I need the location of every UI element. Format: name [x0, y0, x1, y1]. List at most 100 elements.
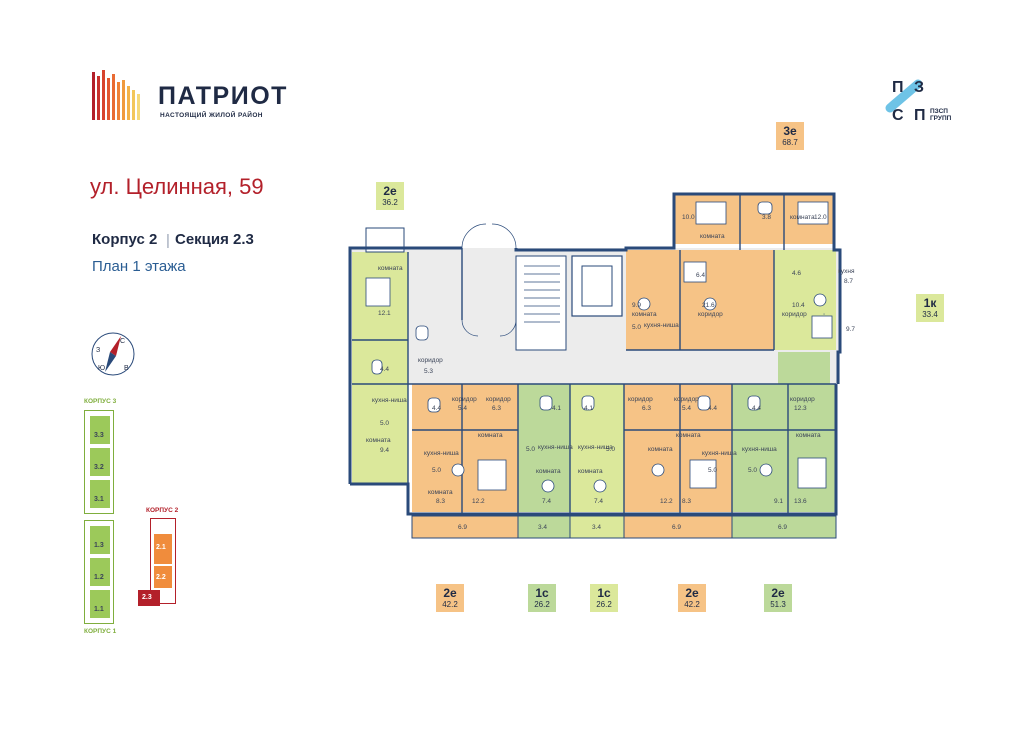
room-area: 6.3	[492, 405, 502, 412]
room-area: 7.4	[542, 498, 552, 505]
apartment-tag[interactable]: 1с 26.2	[528, 584, 556, 612]
floor-plan	[348, 192, 842, 539]
room-label: коридор	[452, 396, 477, 403]
room-area: 5.0	[632, 324, 642, 331]
room-area: 12.2	[472, 498, 485, 505]
apartment-tag[interactable]: 2е 51.3	[764, 584, 792, 612]
room-label: кухня-ниша	[644, 322, 679, 329]
room-label: комната	[378, 265, 403, 272]
apartment-tag[interactable]: 3е 68.7	[776, 122, 804, 150]
room-area: 5.0	[526, 446, 536, 453]
room-label: кухня-ниша	[538, 444, 573, 451]
keymap-section-label: 3.2	[94, 464, 104, 471]
room-area: 5.0	[748, 467, 758, 474]
room-area: 9.1	[774, 498, 784, 505]
title-separator: |	[166, 232, 170, 249]
room-area: 21.6	[702, 302, 715, 309]
room-area: 5.0	[708, 467, 718, 474]
room-area: 8.3	[436, 498, 446, 505]
room-label: кухня-ниша	[372, 397, 407, 404]
compass-west: З	[96, 347, 100, 354]
compass-east: В	[124, 365, 129, 372]
room-area: 9.4	[380, 447, 390, 454]
compass-icon: С З В Ю	[91, 332, 135, 376]
keymap-korpus1-label: КОРПУС 1	[84, 628, 117, 635]
room-area: 9.7	[846, 326, 856, 333]
room-label: кухня	[838, 268, 855, 275]
room-area: 4.1	[584, 405, 594, 412]
apartment-type: 2е	[771, 586, 785, 600]
keymap-current-label: 2.3	[142, 594, 152, 601]
keymap-section-label: 2.2	[156, 574, 166, 581]
keymap-section-current	[138, 590, 160, 606]
room-label: комната	[632, 311, 657, 318]
keymap-section-label: 1.3	[94, 542, 104, 549]
room-area: 12.1	[378, 310, 391, 317]
apartment-area: 51.3	[770, 600, 786, 609]
developer-letter: П	[892, 79, 904, 96]
developer-letter: П	[914, 107, 926, 124]
apartment-tag[interactable]: 2е 36.2	[376, 182, 404, 210]
stairwell	[515, 255, 567, 351]
apartment-a3	[778, 352, 830, 384]
room-area: 10.4	[792, 302, 805, 309]
developer-letter: С	[892, 107, 904, 124]
room-area: 9.9	[632, 302, 642, 309]
section-label: Секция 2.3	[175, 231, 254, 248]
room-area: 10.0	[682, 214, 695, 221]
apartment-type: 1с	[597, 586, 611, 600]
room-label: комната	[790, 214, 815, 221]
apartment-a7	[624, 384, 732, 512]
room-area: 8.7	[844, 278, 854, 285]
apartment-tag[interactable]: 2е 42.2	[678, 584, 706, 612]
keymap-section	[90, 590, 110, 618]
apartment-area: 42.2	[442, 600, 458, 609]
room-label: комната	[428, 489, 453, 496]
room-area: 13.6	[794, 498, 807, 505]
room-label: комната	[700, 233, 725, 240]
room-area: 4.6	[792, 270, 802, 277]
apartment-tag[interactable]: 2е 42.2	[436, 584, 464, 612]
room-area: 4.4	[708, 405, 718, 412]
room-label: коридор	[782, 311, 807, 318]
room-area: 5.4	[682, 405, 692, 412]
building-label: Корпус 2	[92, 231, 158, 248]
room-label: комната	[676, 432, 701, 439]
compass-north: С	[120, 338, 125, 345]
apartment-area: 33.4	[922, 310, 938, 319]
address-title: ул. Целинная, 59	[90, 174, 264, 199]
room-area: 6.3	[642, 405, 652, 412]
floor-plan-label: План 1 этажа	[92, 258, 186, 275]
room-label: кухня-ниша	[742, 446, 777, 453]
balcony-area: 6.9	[672, 524, 682, 531]
keymap-section-label: 3.1	[94, 496, 104, 503]
apartment-type: 1к	[923, 296, 937, 310]
room-area: 5.3	[424, 368, 434, 375]
room-label: комната	[578, 468, 603, 475]
room-label: комната	[536, 468, 561, 475]
elevator	[571, 255, 623, 317]
room-area: 4.4	[752, 405, 762, 412]
room-label: коридор	[486, 396, 511, 403]
keymap-korpus2-label: КОРПУС 2	[146, 507, 179, 514]
room-area: 5.4	[458, 405, 468, 412]
brand-name: ПАТРИОТ	[158, 82, 288, 110]
keymap-section-label: 1.2	[94, 574, 104, 581]
apartment-area: 26.2	[596, 600, 612, 609]
apartment-type: 2е	[383, 184, 397, 198]
room-label: коридор	[418, 357, 443, 364]
room-area: 4.1	[552, 405, 562, 412]
keymap-korpus3-label: КОРПУС 3	[84, 398, 117, 405]
apartment-area: 42.2	[684, 600, 700, 609]
keymap-section	[90, 558, 110, 586]
keymap-section	[154, 534, 172, 564]
brand-logo-icon	[92, 70, 140, 120]
apartment-tag[interactable]: 1с 26.2	[590, 584, 618, 612]
keymap-section	[90, 526, 110, 554]
balcony-area: 3.4	[592, 524, 602, 531]
apartment-tag[interactable]: 1к 33.4	[916, 294, 944, 322]
room-area: 7.4	[594, 498, 604, 505]
room-label: комната	[648, 446, 673, 453]
room-area: 5.0	[606, 446, 616, 453]
